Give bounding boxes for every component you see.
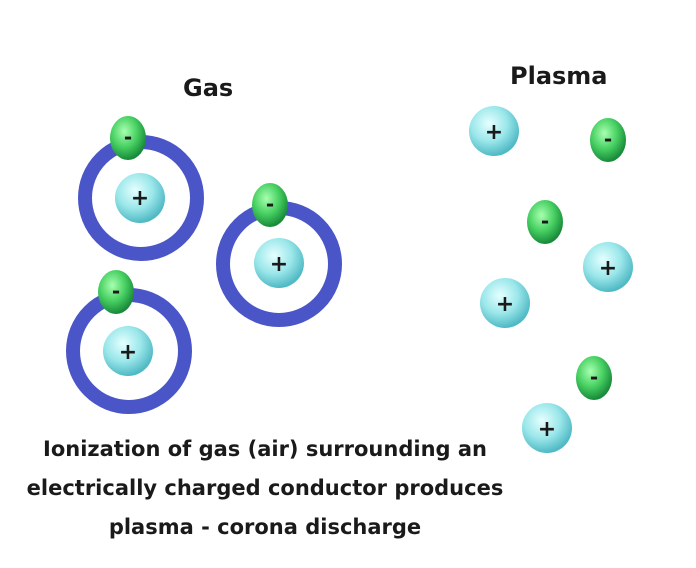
plasma-proton: +	[583, 242, 633, 292]
plasma-particles: + - - + + - +	[469, 106, 633, 453]
gas-atom-3: + -	[66, 270, 192, 414]
proton-sign: +	[485, 120, 503, 145]
proton-sign: +	[599, 256, 617, 281]
proton-sign: +	[538, 417, 556, 442]
gas-atom-2: + -	[216, 183, 342, 327]
proton-sign: +	[270, 252, 288, 277]
proton: +	[103, 326, 153, 376]
electron-sign: -	[604, 127, 612, 151]
caption-line-1: Ionization of gas (air) surrounding an	[43, 437, 487, 461]
electron-sign: -	[266, 192, 274, 216]
electron-sign: -	[112, 279, 120, 303]
proton-sign: +	[496, 292, 514, 317]
electron-sign: -	[590, 365, 598, 389]
plasma-proton: +	[469, 106, 519, 156]
proton: +	[115, 173, 165, 223]
plasma-electron: -	[590, 118, 626, 162]
caption-line-2: electrically charged conductor produces	[26, 476, 504, 500]
electron: -	[252, 183, 288, 227]
proton: +	[254, 238, 304, 288]
gas-label: Gas	[183, 74, 234, 102]
plasma-proton: +	[522, 403, 572, 453]
plasma-proton: +	[480, 278, 530, 328]
plasma-electron: -	[576, 356, 612, 400]
electron: -	[98, 270, 134, 314]
electron: -	[110, 116, 146, 160]
proton-sign: +	[119, 340, 137, 365]
caption-line-3: plasma - corona discharge	[108, 515, 422, 539]
caption: Ionization of gas (air) surrounding an e…	[0, 430, 530, 547]
electron-sign: -	[124, 125, 132, 149]
gas-atom-1: + -	[78, 116, 204, 261]
electron-sign: -	[541, 209, 549, 233]
plasma-label: Plasma	[510, 62, 608, 90]
plasma-electron: -	[527, 200, 563, 244]
proton-sign: +	[131, 186, 149, 211]
